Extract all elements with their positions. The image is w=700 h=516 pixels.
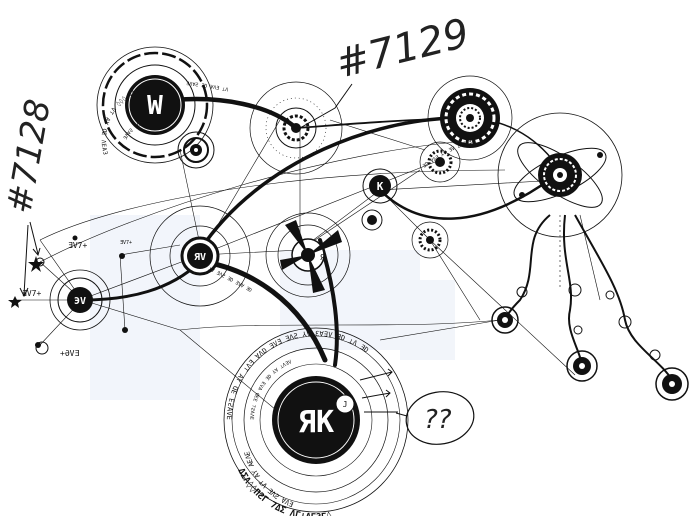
annotation-left-number: #7128 — [0, 96, 59, 298]
node-tiny-a — [361, 209, 383, 231]
far-left-label-top: ƎV7+ — [68, 241, 87, 250]
node-bottom-badge-glyph: J — [343, 400, 348, 409]
node-small-eye — [177, 131, 215, 169]
far-left-label-mid: ƎV7+ — [22, 289, 41, 298]
node-gear-top — [249, 81, 343, 175]
node-orbital-right — [497, 112, 623, 238]
node-center-left: ЯV — [149, 205, 251, 307]
annotation-question: ?? — [395, 391, 475, 445]
chain-node-2 — [566, 350, 598, 382]
star-markers — [8, 256, 44, 308]
annotation-top-number-text: #7129 — [331, 10, 473, 87]
node-far-left: ЭV — [49, 269, 111, 331]
node-bottom-main: ЯK J ƎɅ∀ƧƎ ƎD ⅄Ɐ ⊥ɅƎ ∀ɅD ƎVƎ ƎɅƧ ⅄Ɐ Ɛ∀∃V… — [223, 327, 409, 516]
node-medallion-top-right — [427, 75, 513, 161]
ring-text-bottom-band: ΔΣΛ◊◊ΠƧΓ 7ΔΣ ΛΓ⊥ΛΓƧΓ◊ — [235, 467, 332, 516]
chain-node-1 — [491, 306, 519, 334]
node-star-small: K — [362, 168, 398, 204]
node-sunburst — [419, 141, 461, 183]
node-top-left-glyph: W — [147, 91, 163, 121]
node-far-left-glyph: ЭV — [74, 296, 86, 307]
svg-text:ΔΣΛ◊◊ΠƧΓ 7ΔΣ ΛΓ⊥ΛΓƧΓ◊: ΔΣΛ◊◊ΠƧΓ 7ΔΣ ΛΓ⊥ΛΓƧΓ◊ — [235, 467, 332, 516]
chain-small-loops — [516, 283, 661, 361]
node-rotor: Я — [265, 212, 351, 298]
node-tiny-b — [411, 221, 449, 259]
far-left-label-bottom: +ƏVƎ — [60, 349, 79, 358]
hanging-chains — [504, 214, 673, 381]
chain-node-3 — [655, 367, 689, 401]
annotation-question-text: ?? — [424, 405, 452, 435]
annotation-left-number-text: #7128 — [0, 96, 59, 216]
node-star-small-glyph: K — [377, 180, 384, 193]
node-rotor-glyph: Я — [320, 253, 325, 262]
side-arrows — [359, 368, 398, 413]
node-bottom-main-glyph: ЯK — [298, 405, 334, 440]
node-center-left-glyph: ЯV — [194, 252, 206, 263]
far-left-label-side: ƎV7+ — [120, 240, 132, 246]
